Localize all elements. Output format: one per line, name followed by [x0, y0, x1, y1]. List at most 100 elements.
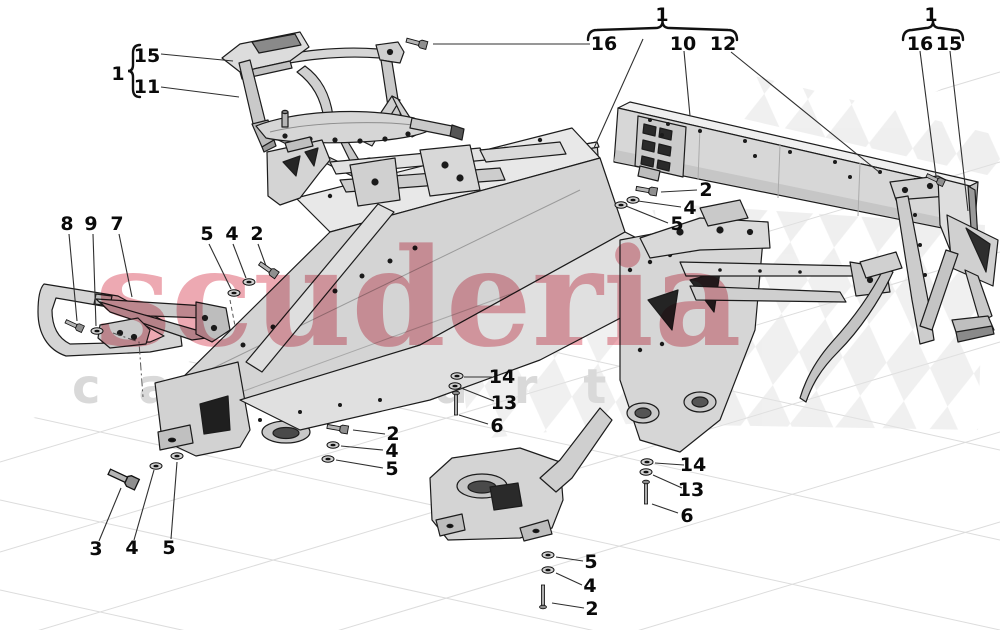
hardware-washer-icon — [614, 201, 628, 209]
hardware-washer-icon — [448, 382, 462, 390]
hardware-shape — [545, 568, 551, 572]
leader-line — [68, 233, 78, 322]
hardware-shape — [124, 475, 141, 491]
hardware-shape — [339, 424, 350, 435]
leader-line — [651, 503, 679, 514]
hardware-pin-icon — [642, 479, 650, 505]
callout-label: 13 — [678, 479, 704, 501]
hardware-bolt-icon — [326, 423, 350, 435]
hardware-shape — [643, 481, 649, 505]
callout-label: 2 — [585, 598, 598, 620]
hardware-shape — [330, 443, 336, 447]
hardware-shape — [268, 268, 280, 280]
group-brace — [127, 43, 142, 99]
hardware-shape — [630, 198, 636, 202]
callout-label: 10 — [670, 33, 696, 55]
callout-label: 6 — [490, 415, 503, 437]
callout-label: 1 — [924, 4, 937, 26]
callout-label: 5 — [162, 537, 175, 559]
hardware-shape — [94, 329, 100, 333]
watermark-title: scuderia — [95, 218, 742, 377]
part-rear-subframe-hoop — [221, 31, 465, 183]
leader-line — [335, 459, 384, 469]
hardware-washer-icon — [326, 441, 340, 449]
callout-label: 8 — [60, 213, 73, 235]
leader-line — [625, 205, 669, 224]
hardware-bolt-icon — [925, 173, 946, 188]
reference-line — [112, 332, 144, 398]
hardware-shape — [231, 291, 237, 295]
hardware-shape — [325, 457, 331, 461]
leader-line — [683, 50, 691, 117]
leader-line — [133, 469, 155, 541]
hardware-shape — [74, 323, 85, 334]
hardware-washer-icon — [149, 462, 163, 470]
leader-line — [208, 243, 232, 290]
hardware-bolt-icon — [64, 319, 85, 334]
hardware-washer-icon — [626, 196, 640, 204]
callout-label: 16 — [591, 33, 617, 55]
callout-label: 4 — [225, 223, 238, 245]
callout-label: 3 — [89, 538, 102, 560]
hardware-washer-icon — [639, 468, 653, 476]
hardware-bolt-icon — [635, 185, 659, 197]
leader-line — [654, 462, 685, 466]
callout-label: 11 — [134, 76, 160, 98]
hardware-bolt-icon — [257, 261, 280, 280]
leader-line — [458, 414, 489, 425]
callout-label: 15 — [134, 45, 160, 67]
leader-line — [340, 445, 384, 451]
hardware-shape — [545, 553, 551, 557]
hardware-shape — [417, 39, 429, 50]
hardware-shape — [618, 203, 624, 207]
part-front-bumper-bar — [37, 283, 231, 357]
hardware-pin-icon — [452, 390, 460, 416]
hardware-washer-icon — [90, 327, 104, 335]
callout-label: 4 — [683, 197, 696, 219]
hardware-shape — [539, 604, 547, 610]
parts-artwork — [37, 31, 999, 542]
leader-line — [160, 53, 234, 62]
group-brace — [586, 20, 739, 42]
part-main-chassis — [154, 127, 894, 542]
leader-line — [460, 387, 495, 402]
callout-label: 6 — [680, 505, 693, 527]
hardware-washer-icon — [541, 551, 555, 559]
group-brace — [901, 20, 965, 42]
leader-line — [257, 243, 267, 267]
callout-label: 4 — [583, 575, 596, 597]
leader-line — [118, 233, 133, 298]
leader-line — [652, 474, 683, 489]
hardware-bolt-icon — [107, 468, 141, 491]
hardware-shape — [452, 384, 458, 388]
callout-label: 5 — [584, 551, 597, 573]
hardware-shape — [648, 186, 659, 197]
hardware-shape — [246, 280, 252, 284]
leader-line — [232, 243, 247, 279]
hardware-washer-icon — [321, 455, 335, 463]
hardware-washer-icon — [242, 278, 256, 286]
leader-line — [730, 51, 880, 173]
leader-line — [160, 86, 240, 98]
callout-label: 5 — [385, 458, 398, 480]
hardware-shape — [643, 470, 649, 474]
hardware-washer-icon — [541, 566, 555, 574]
leader-line — [949, 50, 969, 212]
hardware-bolt-icon — [405, 37, 429, 50]
callout-label: 14 — [680, 454, 706, 476]
leader-line — [98, 487, 122, 542]
callout-label: 9 — [84, 213, 97, 235]
hardware-shape — [452, 390, 460, 396]
callout-label: 2 — [699, 179, 712, 201]
hardware-washer-icon — [450, 372, 464, 380]
leader-line — [660, 189, 698, 193]
leader-line — [919, 50, 937, 177]
leader-line — [92, 233, 97, 327]
callout-label: 4 — [125, 537, 138, 559]
hardware-pin-icon — [539, 584, 547, 610]
callout-label: 15 — [936, 33, 962, 55]
callout-label: 7 — [110, 213, 123, 235]
leader-line — [551, 602, 585, 609]
callout-label: 2 — [250, 223, 263, 245]
